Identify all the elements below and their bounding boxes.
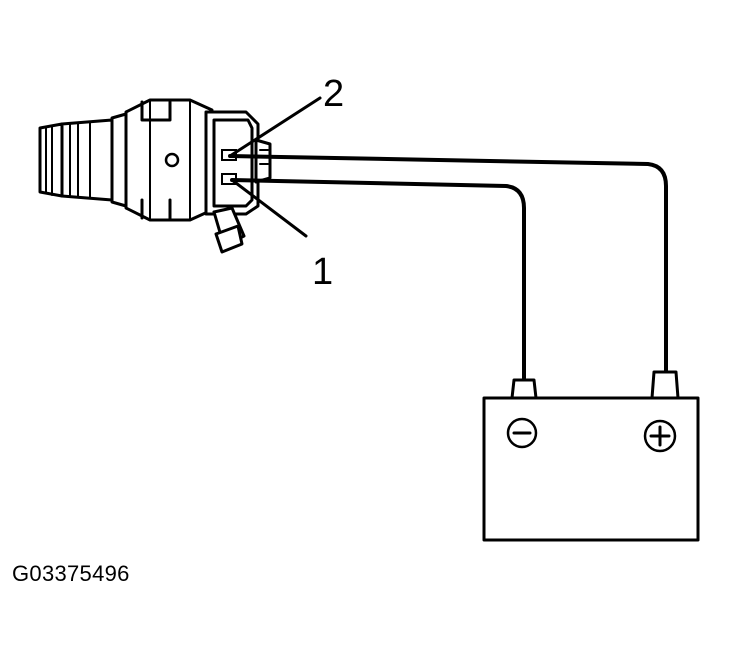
- callout-leaders: [228, 96, 322, 238]
- callout-pin-1: 1: [312, 251, 333, 293]
- test-wires: [228, 154, 668, 380]
- battery: [482, 370, 700, 542]
- figure-id: G03375496: [12, 561, 130, 586]
- positive-terminal: [650, 370, 680, 400]
- fuel-injector: [38, 98, 272, 254]
- callout-pin-2: 2: [323, 73, 344, 115]
- negative-terminal: [510, 378, 538, 400]
